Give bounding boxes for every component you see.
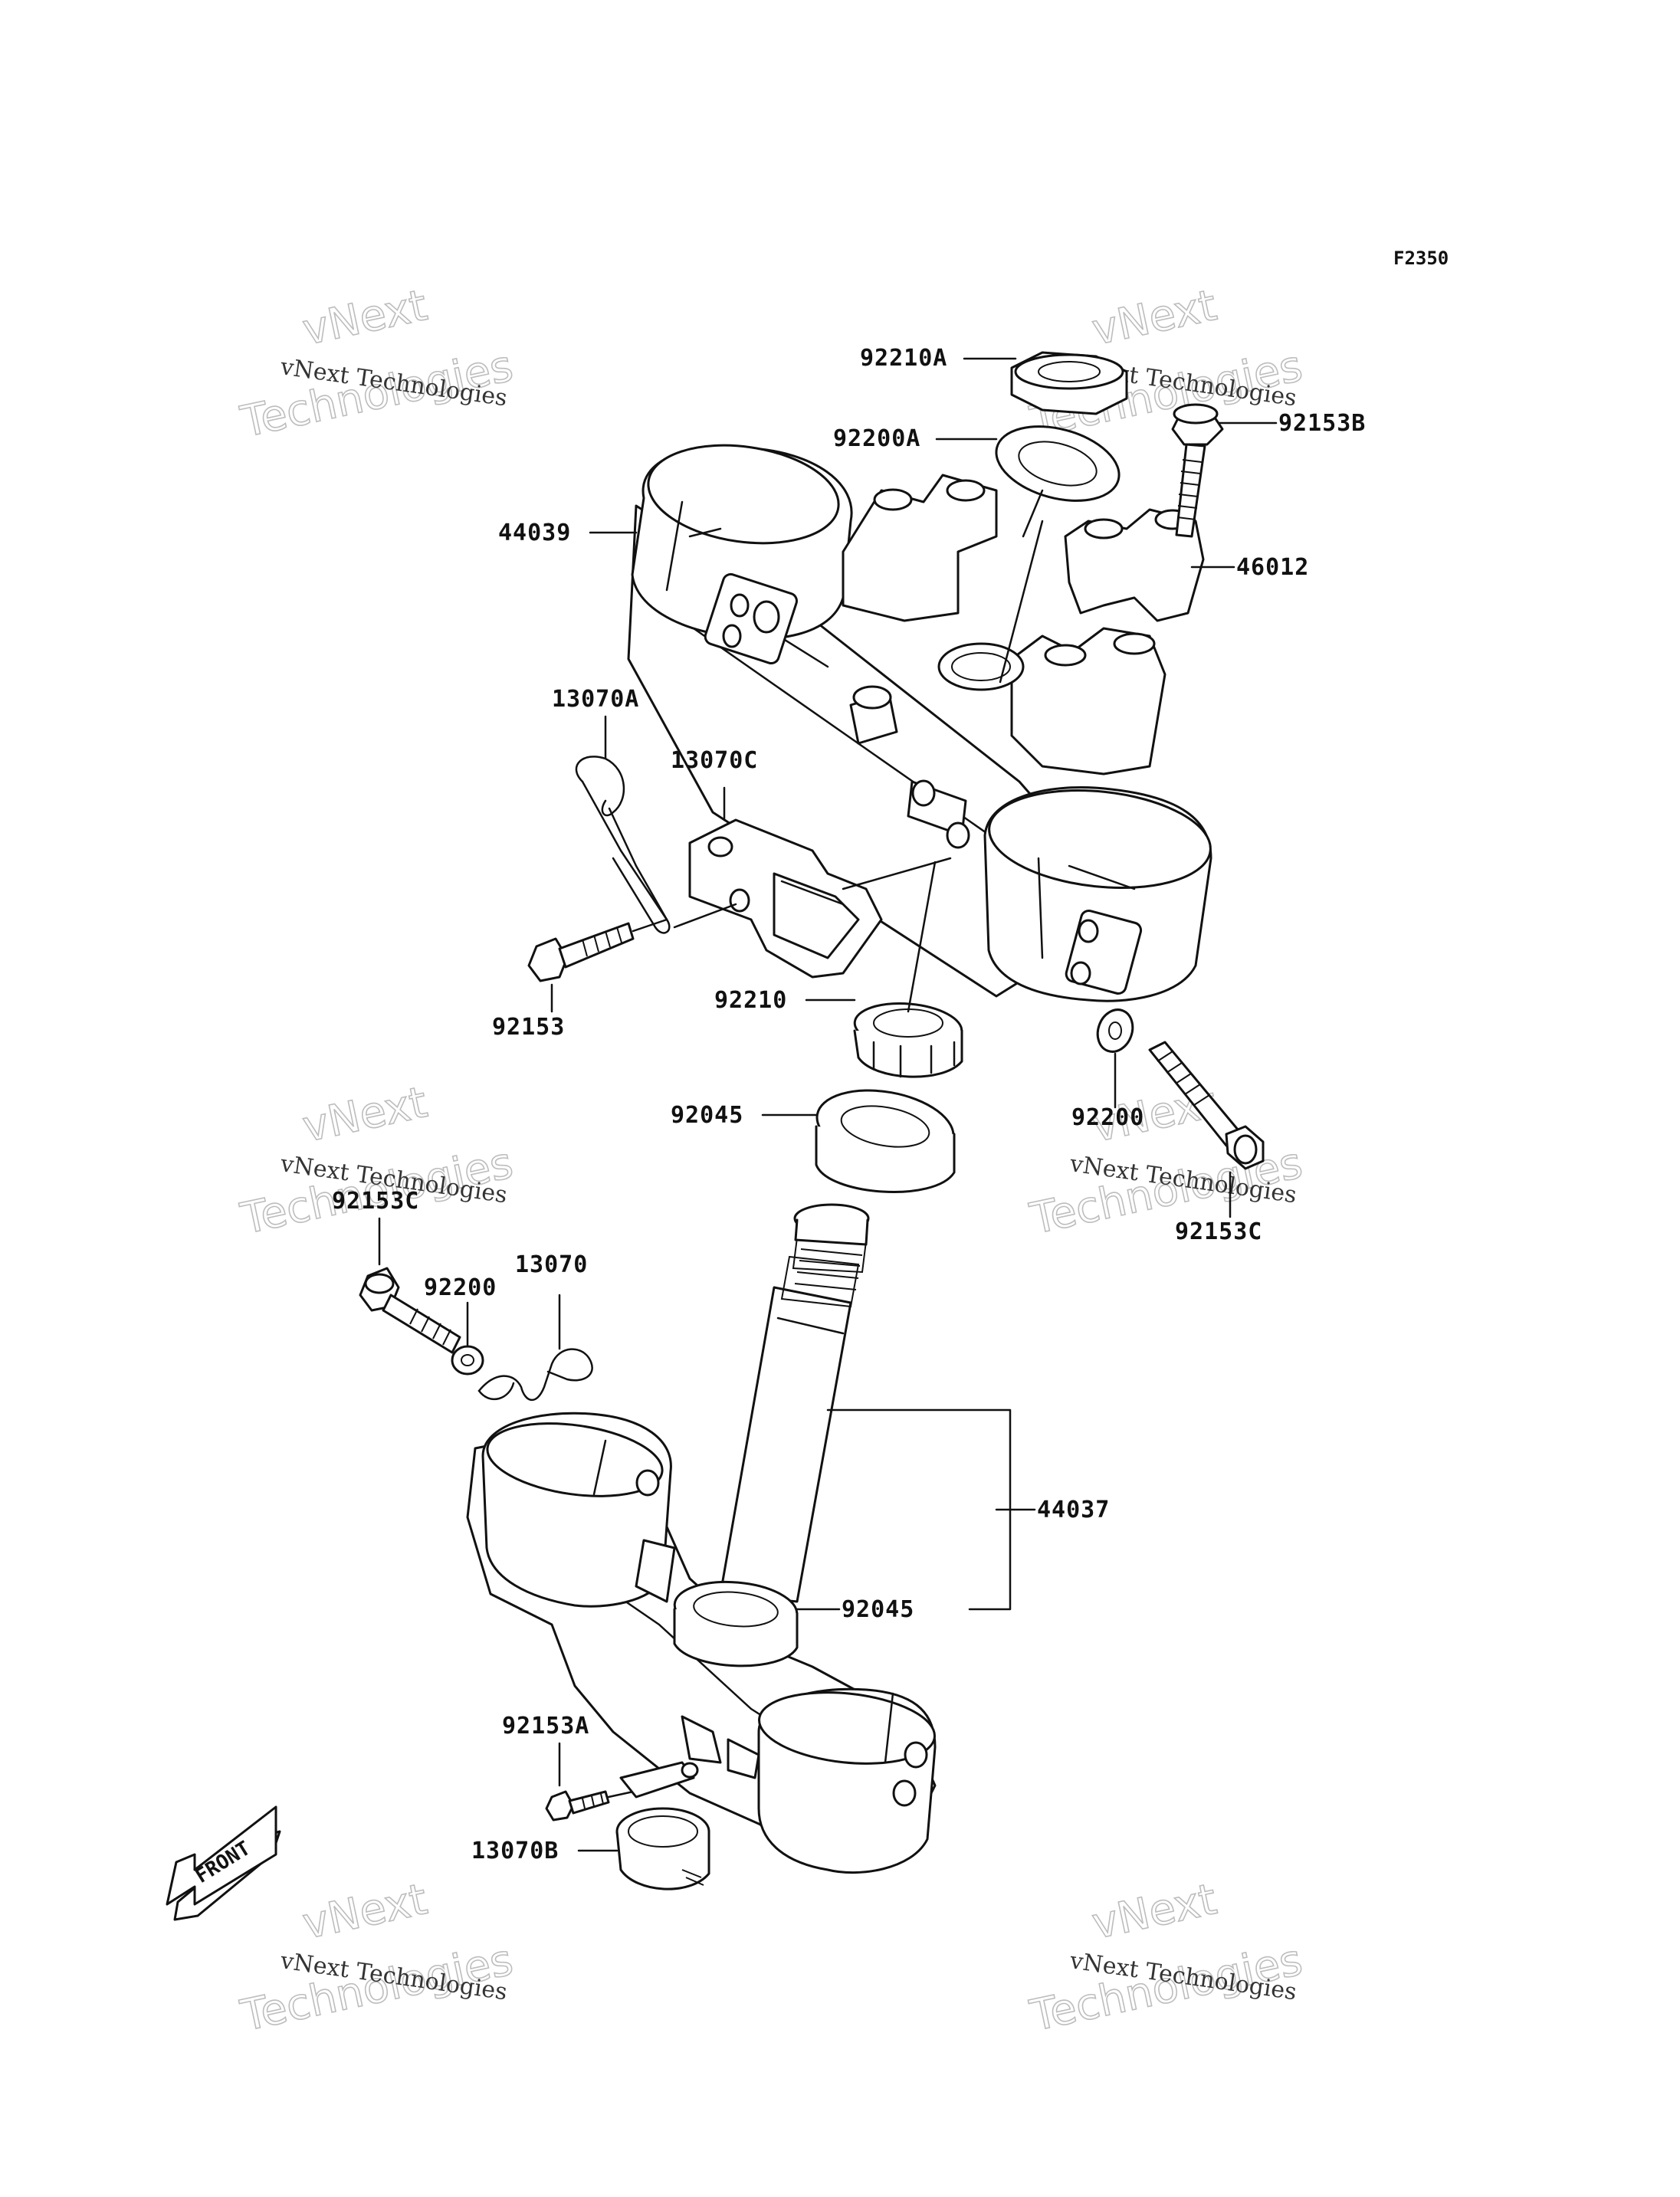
bolt-92153B <box>1171 403 1224 538</box>
label-92153: 92153 <box>492 1014 565 1041</box>
watermark-bottom-left: vNext Technologies vNext Technologies <box>236 1874 518 2041</box>
lower-triple-clamp-44037 <box>466 1203 937 1874</box>
castle-nut-92210 <box>853 861 963 1078</box>
bearing-92045-top <box>815 1089 956 1193</box>
handlebar-lower-holder <box>842 474 1166 776</box>
label-46012: 46012 <box>1236 554 1309 581</box>
watermark-mid-right: vNext Technologies vNext Technologies <box>1025 1077 1308 1244</box>
svg-text:vNext: vNext <box>298 1077 431 1153</box>
label-92045-top: 92045 <box>671 1102 743 1129</box>
front-direction-arrow: FRONT <box>166 1805 281 1921</box>
upper-triple-clamp-44039 <box>627 444 1212 1002</box>
clip-13070 <box>477 1348 593 1402</box>
label-92210: 92210 <box>714 987 787 1014</box>
bolt-92153C-left <box>359 1267 461 1354</box>
clamp-band-13070B <box>615 1807 710 1890</box>
svg-text:vNext: vNext <box>1088 280 1221 356</box>
watermark-mid-left: vNext Technologies vNext Technologies <box>236 1077 518 1244</box>
svg-text:vNext: vNext <box>298 280 431 356</box>
label-92210A: 92210A <box>860 345 947 372</box>
washer-92200-right <box>1096 1008 1134 1053</box>
label-44037: 44037 <box>1037 1497 1110 1523</box>
label-13070B: 13070B <box>471 1838 559 1864</box>
label-92153C-left: 92153C <box>332 1188 419 1215</box>
label-92045-bottom: 92045 <box>842 1596 914 1623</box>
handlebar-holder-46012 <box>1064 508 1205 622</box>
label-92200-left: 92200 <box>424 1274 497 1301</box>
label-92200A: 92200A <box>833 425 920 452</box>
washer-92200A <box>995 425 1121 684</box>
clip-13070A <box>575 756 671 934</box>
label-92153C-right: 92153C <box>1175 1218 1262 1245</box>
label-92153A: 92153A <box>502 1713 589 1740</box>
cable-guide-13070C <box>673 818 952 979</box>
label-13070C: 13070C <box>671 747 758 774</box>
label-92153B: 92153B <box>1278 410 1366 437</box>
label-13070A: 13070A <box>552 686 639 713</box>
stem-nut-92210A <box>1010 351 1128 415</box>
svg-text:vNext: vNext <box>1088 1874 1221 1949</box>
watermark-top-left: vNext Technologies vNext Technologies <box>236 280 518 448</box>
svg-text:vNext: vNext <box>298 1874 431 1949</box>
label-13070: 13070 <box>515 1251 588 1278</box>
part-labels: 92210A 92200A 92153B 44039 46012 13070A … <box>332 345 1366 1864</box>
figure-code: F2350 <box>1393 248 1449 269</box>
label-44039: 44039 <box>498 520 571 546</box>
bolt-92153C-right <box>1148 1041 1265 1170</box>
washer-92200-left <box>451 1345 484 1376</box>
bolt-92153 <box>527 918 668 982</box>
label-92200-right: 92200 <box>1071 1104 1144 1131</box>
watermark-bottom-right: vNext Technologies vNext Technologies <box>1025 1874 1308 2041</box>
leader-lines <box>378 357 1278 1852</box>
bolt-92153A <box>545 1761 699 1822</box>
